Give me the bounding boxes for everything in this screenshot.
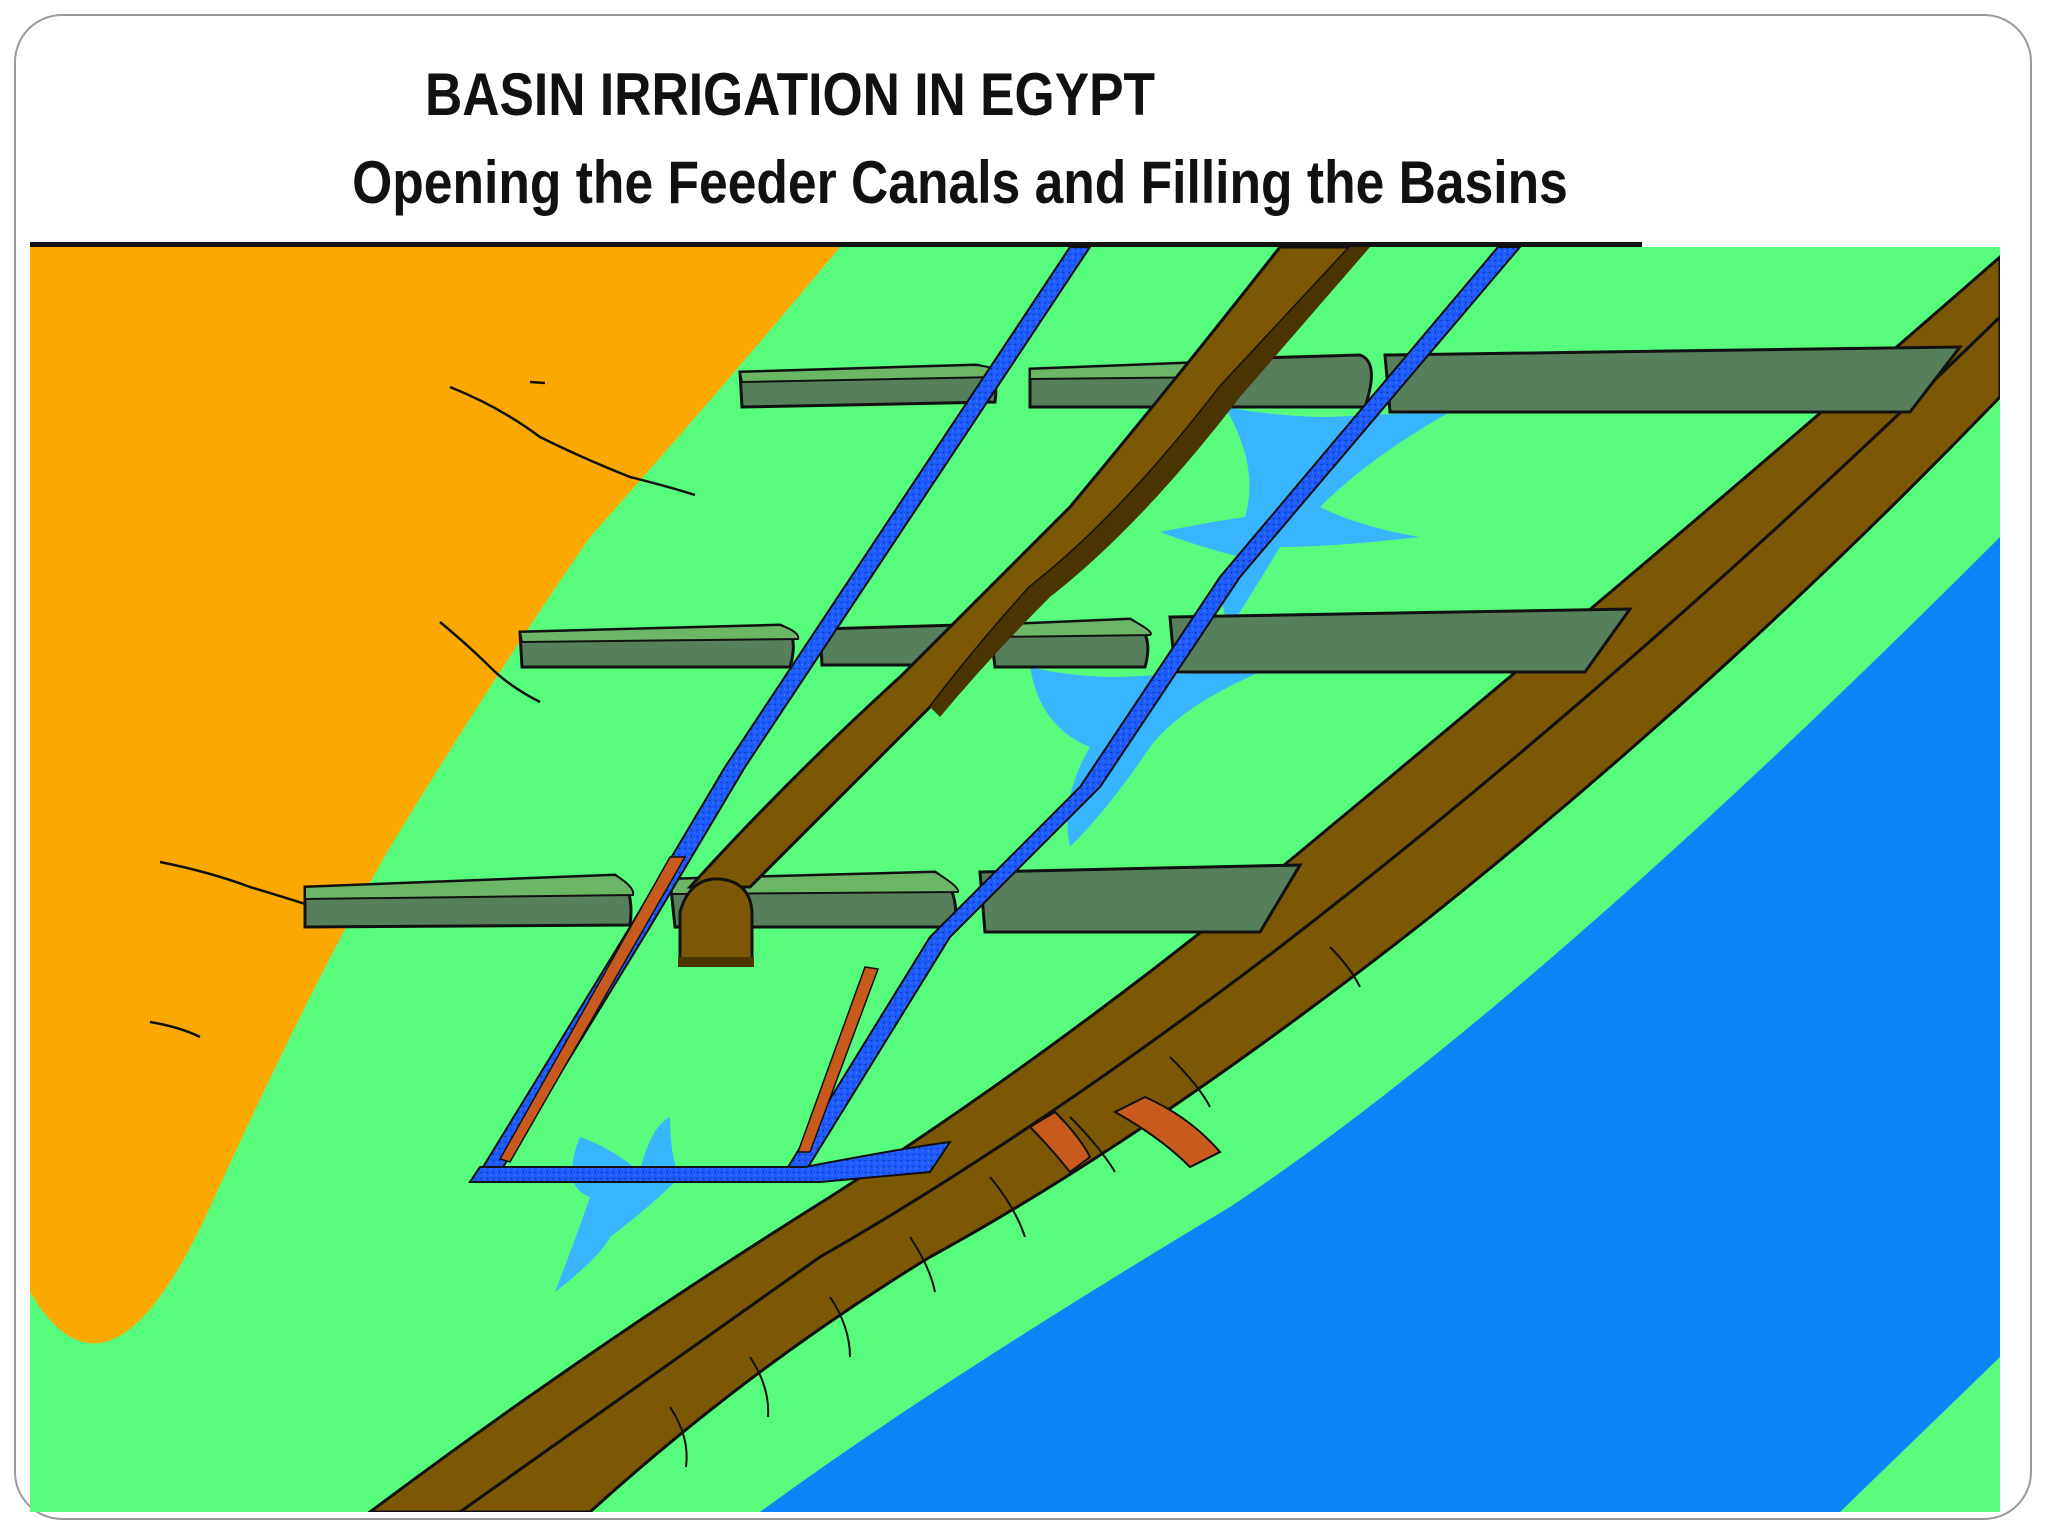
canal-gates	[498, 856, 880, 1163]
diagram-subtitle: Opening the Feeder Canals and Filling th…	[352, 149, 1568, 216]
irrigation-svg	[30, 247, 2000, 1512]
cross-dike-3c	[978, 863, 1303, 934]
cross-dikes	[303, 345, 1964, 934]
levee-end-base	[678, 957, 754, 967]
title-rule	[30, 242, 1642, 248]
cross-dike-2d	[1168, 607, 1633, 674]
feeder-canal-cross	[468, 1140, 953, 1183]
river-levee-outer	[457, 314, 2000, 1512]
levee-segment-lines	[669, 946, 1361, 1468]
diagram-title: BASIN IRRIGATION IN EGYPT	[424, 61, 1156, 128]
nile-river	[760, 537, 2000, 1512]
levee-end-cap	[678, 877, 754, 964]
river-far-bank	[1840, 1357, 2000, 1512]
central-levee-shadow	[930, 247, 1370, 717]
intake-gate-2	[1112, 1095, 1222, 1169]
intake-gate-1	[1028, 1110, 1092, 1174]
cross-dike-1d	[1383, 345, 1964, 414]
desert-area	[30, 247, 840, 1344]
irrigation-illustration	[30, 247, 2000, 1512]
